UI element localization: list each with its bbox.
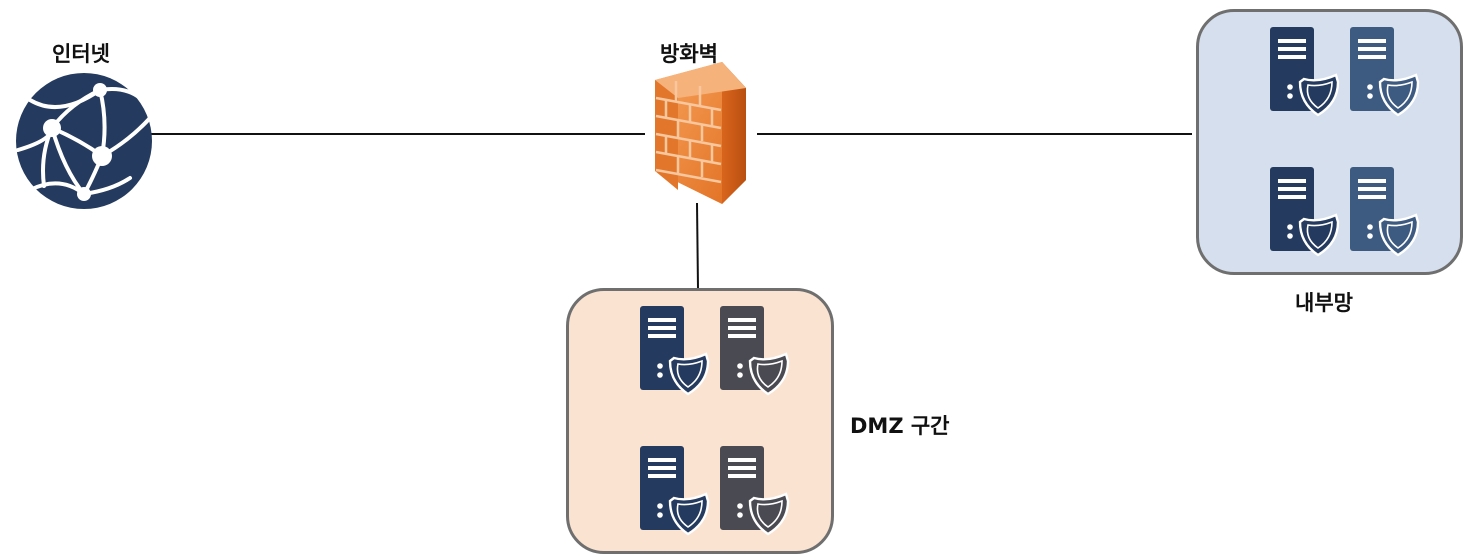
dmz-server-icon-1 xyxy=(638,304,710,396)
dmz-server-icon-4 xyxy=(718,444,790,536)
internal-server-icon-1 xyxy=(1268,25,1340,117)
firewall-label: 방화벽 xyxy=(660,42,718,66)
dmz-server-icon-2 xyxy=(718,304,790,396)
internal-server-icon-3 xyxy=(1268,165,1340,257)
globe-icon xyxy=(16,73,152,209)
firewall-icon xyxy=(655,62,746,204)
dmz-label: DMZ 구간 xyxy=(850,414,950,438)
dmz-server-icon-3 xyxy=(638,444,710,536)
link-firewall-dmz xyxy=(696,202,699,290)
internal-server-icon-2 xyxy=(1348,25,1420,117)
internal-network-label: 내부망 xyxy=(1295,291,1353,315)
internet-label: 인터넷 xyxy=(52,42,110,66)
dmz-zone xyxy=(566,288,834,554)
internal-zone xyxy=(1196,9,1463,275)
internal-server-icon-4 xyxy=(1348,165,1420,257)
